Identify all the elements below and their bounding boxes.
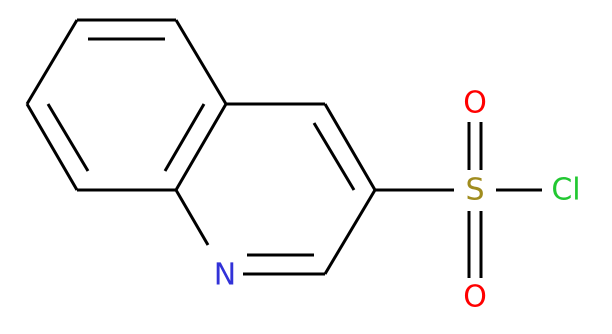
atom-label-chlorine: Cl: [551, 173, 580, 208]
bond-c7-c8-inner: [46, 103, 90, 172]
bond-c3-c4-inner: [312, 122, 356, 191]
atom-label-nitrogen: N: [214, 258, 236, 293]
atom-label-oxygen-bottom: O: [463, 280, 487, 315]
bond-c2-c3: [323, 189, 377, 275]
bond-c7-c8: [25, 103, 79, 191]
bond-c4a-c5: [174, 19, 228, 105]
bond-c8a-c4a: [174, 103, 228, 191]
bond-c3-c4: [323, 103, 377, 191]
atom-label-oxygen-top: O: [463, 86, 487, 121]
bond-c8a-n1: [174, 189, 210, 246]
bond-c6-c7: [25, 19, 79, 105]
atom-label-sulfur: S: [465, 173, 484, 208]
bond-c8a-c4a-inner: [163, 103, 206, 172]
